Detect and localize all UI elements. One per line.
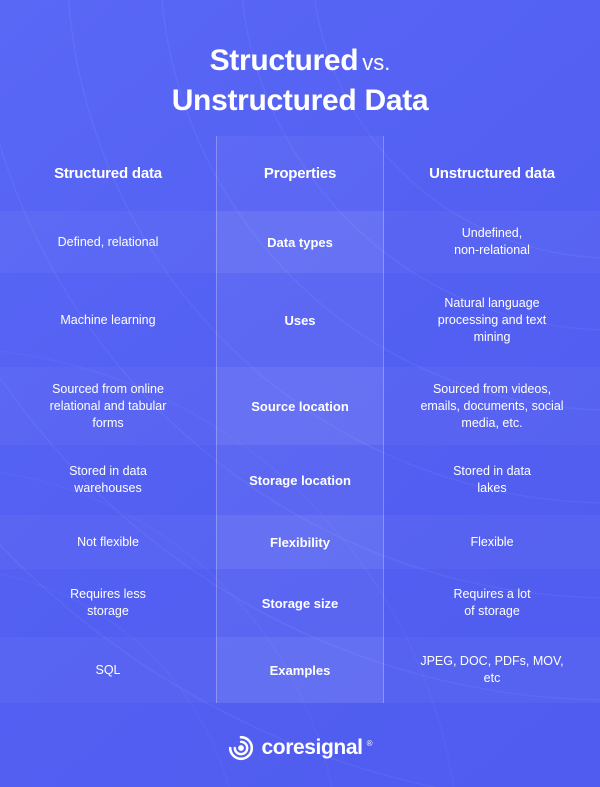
cell-structured-value: Not flexible <box>0 515 216 569</box>
cell-unstructured-value: Flexible <box>384 515 600 569</box>
title-line-2: Unstructured Data <box>171 84 429 117</box>
cell-structured-value: Machine learning <box>60 312 156 327</box>
cell-property-label: Uses <box>216 273 384 367</box>
cell-unstructured-value: Undefined,non-relational <box>384 211 600 273</box>
cell-unstructured-value: JPEG, DOC, PDFs, MOV,etc <box>384 637 600 703</box>
cell-structured-value: SQL <box>0 637 216 703</box>
cell-property-label: Source location <box>216 367 384 445</box>
cell-property-label: Flexibility <box>216 515 384 569</box>
registered-trademark-mark: ® <box>366 739 373 748</box>
title-vs-word: vs. <box>362 50 391 75</box>
cell-unstructured-value: Sourced from videos,emails, documents, s… <box>384 367 600 445</box>
cell-property-label: Storage location <box>216 445 384 515</box>
title-main-word: Structured <box>209 44 359 77</box>
cell-property-label: Examples <box>216 637 384 703</box>
cell-property-label: Data types <box>216 211 384 273</box>
comparison-table: Structured data Properties Unstructured … <box>0 136 600 703</box>
header-unstructured-data: Unstructured data <box>429 165 555 182</box>
table-header-row: Structured data Properties Unstructured … <box>0 136 600 211</box>
coresignal-spiral-icon <box>228 735 253 761</box>
cell-structured-value: Defined, relational <box>0 211 216 273</box>
brand-footer: coresignal ® <box>0 735 600 761</box>
header-properties: Properties <box>216 136 384 211</box>
cell-property-label: Storage size <box>216 569 384 637</box>
header-structured-data: Structured data <box>54 165 162 182</box>
brand-name: coresignal <box>261 736 363 759</box>
